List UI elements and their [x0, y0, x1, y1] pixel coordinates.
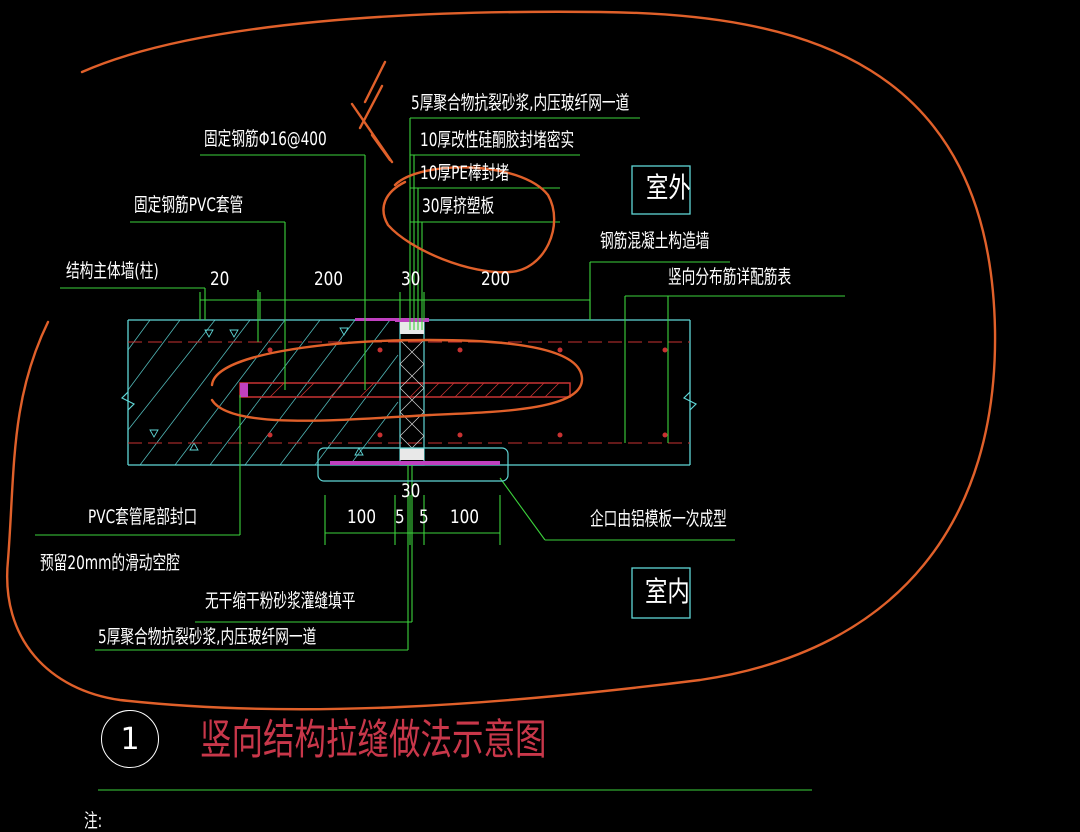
- rebar-lines: [128, 341, 690, 444]
- dim-top-30: 30: [401, 268, 421, 290]
- concrete-hatch: [127, 319, 399, 466]
- dim-bottom-5-left: 5: [395, 506, 405, 528]
- label-rc-wall: 钢筋混凝土构造墙: [600, 230, 710, 252]
- label-struct-wall: 结构主体墙(柱): [66, 260, 159, 282]
- label-pvc-sleeve: 固定钢筋PVC套管: [134, 194, 244, 216]
- label-pe-rod: 10厚PE棒封堵: [420, 162, 510, 184]
- label-pvc-seal: PVC套管尾部封口: [88, 506, 198, 528]
- label-aluminum-form: 企口由铝模板一次成型: [590, 508, 727, 530]
- dim-bottom-100-left: 100: [347, 506, 377, 528]
- break-marks: [120, 391, 698, 411]
- label-fixed-rebar: 固定钢筋Φ16@400: [204, 128, 327, 150]
- label-indoor: 室内: [645, 575, 690, 608]
- indoor-box: [631, 567, 691, 619]
- dim-bottom-100-right: 100: [450, 506, 480, 528]
- label-grout: 无干缩干粉砂浆灌缝填平: [205, 590, 356, 612]
- label-mortar-bottom: 5厚聚合物抗裂砂浆,内压玻纤网一道: [98, 626, 317, 648]
- label-outdoor: 室外: [646, 171, 691, 204]
- dim-bottom-5-right: 5: [419, 506, 429, 528]
- outdoor-box: [631, 165, 691, 215]
- rebar-dots: [267, 347, 668, 438]
- label-mortar-top: 5厚聚合物抗裂砂浆,内压玻纤网一道: [411, 92, 630, 114]
- dim-bottom-30: 30: [401, 480, 421, 502]
- dim-top-20: 20: [210, 268, 230, 290]
- leader-lines: [35, 117, 845, 791]
- aggregate-marks: [149, 327, 364, 456]
- dim-top-200-right: 200: [481, 268, 511, 290]
- label-slide-cavity: 预留20mm的滑动空腔: [40, 552, 180, 574]
- drawing-title: 竖向结构拉缝做法示意图: [200, 715, 547, 764]
- detail-number-circle: 1: [101, 710, 159, 768]
- dim-top-200-left: 200: [314, 268, 344, 290]
- label-xps-board: 30厚挤塑板: [422, 195, 495, 217]
- note-label: 注:: [84, 810, 103, 832]
- fixed-rebar: [239, 382, 571, 398]
- label-sealant: 10厚改性硅酮胶封堵密实: [420, 129, 575, 151]
- hand-annotations: [5, 10, 997, 711]
- notch-outline: [317, 447, 509, 482]
- label-vert-rebar: 竖向分布筋详配筋表: [668, 266, 792, 288]
